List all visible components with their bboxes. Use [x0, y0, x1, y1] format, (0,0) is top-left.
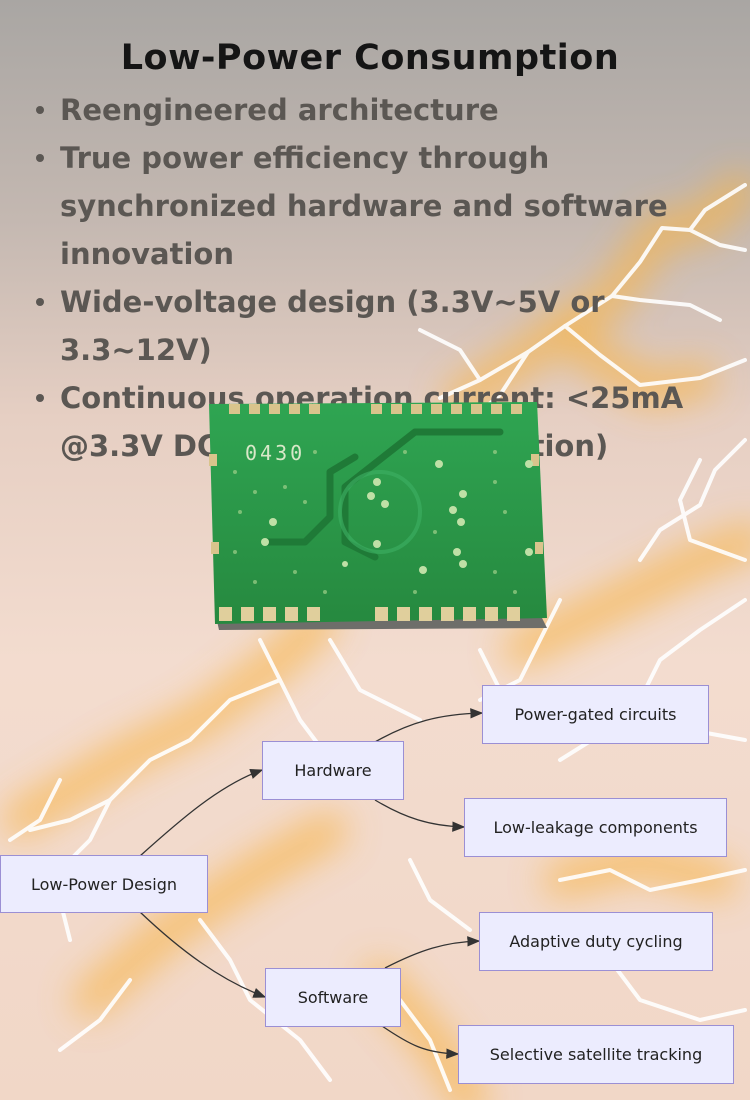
node-low-leakage-components: Low-leakage components — [464, 798, 727, 857]
node-selective-satellite-tracking: Selective satellite tracking — [458, 1025, 734, 1084]
gnss-module-image: 0430 — [209, 402, 547, 630]
small-vias — [233, 450, 517, 594]
bottom-pads — [219, 607, 520, 621]
bullet-voltage: Wide-voltage design (3.3V~5V or 3.3~12V) — [28, 278, 728, 374]
node-power-gated-circuits: Power-gated circuits — [482, 685, 709, 744]
faint-logo — [338, 470, 422, 554]
node-software: Software — [265, 968, 401, 1027]
node-adaptive-duty-cycling: Adaptive duty cycling — [479, 912, 713, 971]
top-pads — [229, 404, 522, 414]
pcb-board — [209, 402, 547, 624]
node-low-power-design: Low-Power Design — [0, 855, 208, 913]
bullet-power-efficiency: True power efficiency through synchroniz… — [28, 134, 728, 278]
bullet-architecture: Reengineered architecture — [28, 86, 728, 134]
module-marking: 0430 — [245, 441, 305, 465]
page-title: Low-Power Consumption — [120, 38, 620, 78]
node-hardware: Hardware — [262, 741, 404, 800]
side-pads — [209, 454, 543, 554]
pcb-traces — [261, 428, 504, 561]
pcb-vias — [261, 460, 533, 574]
